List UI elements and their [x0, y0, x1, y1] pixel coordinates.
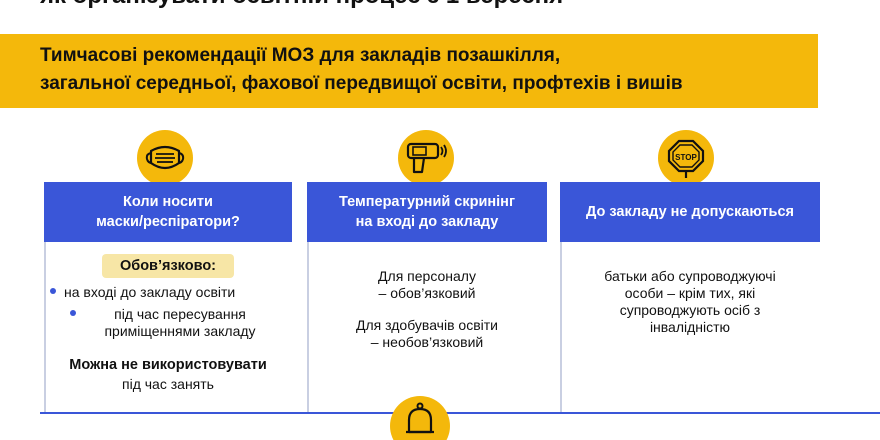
bullet-dot — [70, 310, 76, 316]
svg-text:STOP: STOP — [675, 153, 697, 162]
face-mask-icon — [137, 130, 193, 186]
staff-line2: – обов’язковий — [378, 285, 476, 301]
column-divider — [44, 182, 46, 414]
page-title: як організувати освітній процес з 1 вере… — [40, 0, 840, 10]
not-admitted-line4: інвалідністю — [649, 319, 731, 335]
screening-heading-line2: на вході до закладу — [355, 214, 499, 230]
not-admitted-line3: супроводжують осіб з — [619, 302, 761, 318]
not-admitted-line2: особи – крім тих, які — [624, 285, 756, 301]
banner-line-1: Тимчасові рекомендації МОЗ для закладів … — [40, 45, 561, 66]
bell-icon-svg — [406, 402, 434, 434]
recommendations-banner: Тимчасові рекомендації МОЗ для закладів … — [0, 34, 818, 108]
masks-heading-line2: маски/респіратори? — [96, 214, 240, 230]
bullet-dot — [50, 288, 56, 295]
staff-line1: Для персоналу — [378, 268, 476, 284]
not-admitted-heading: До закладу не допускаються — [560, 182, 820, 242]
screening-heading: Температурний скринінг на вході до закла… — [307, 182, 547, 242]
banner-line-2: загальної середньої, фахової передвищої … — [40, 73, 683, 94]
list-item: під час пересування приміщеннями закладу — [70, 306, 290, 340]
column-divider — [560, 182, 562, 414]
students-line1: Для здобувачів освіти — [356, 317, 498, 333]
list-item-text: на вході до закладу освіти — [64, 284, 236, 300]
column-temperature-screening: Температурний скринінг на вході до закла… — [307, 182, 547, 414]
screening-heading-line1: Температурний скринінг — [339, 194, 515, 210]
page-title-text: як організувати освітній процес з 1 вере… — [40, 0, 563, 9]
stop-sign-icon: STOP — [658, 130, 714, 186]
list-item-text: під час пересування приміщеннями закладу — [104, 306, 256, 339]
required-label: Обов’язково: — [102, 254, 234, 278]
column-divider — [307, 182, 309, 414]
masks-heading-line1: Коли носити — [123, 194, 213, 210]
list-item: на вході до закладу освіти — [50, 284, 235, 301]
not-admitted-line1: батьки або супроводжуючі — [604, 268, 776, 284]
not-admitted-heading-text: До закладу не допускаються — [586, 204, 794, 220]
optional-text: під час занять — [122, 376, 214, 392]
face-mask-icon-svg — [145, 145, 185, 170]
optional-title: Можна не використовувати — [69, 357, 267, 373]
thermometer-scanner-icon-svg — [406, 142, 447, 174]
masks-heading: Коли носити маски/респіратори? — [44, 182, 292, 242]
column-masks: Коли носити маски/респіратори? Обов’язко… — [44, 182, 292, 414]
column-not-admitted: До закладу не допускаються батьки або су… — [560, 182, 820, 414]
stop-sign-icon-svg: STOP — [667, 139, 705, 178]
thermometer-scanner-icon — [398, 130, 454, 186]
bottom-divider — [40, 412, 880, 414]
students-line2: – необов’язковий — [370, 334, 484, 350]
bell-icon — [390, 396, 450, 440]
